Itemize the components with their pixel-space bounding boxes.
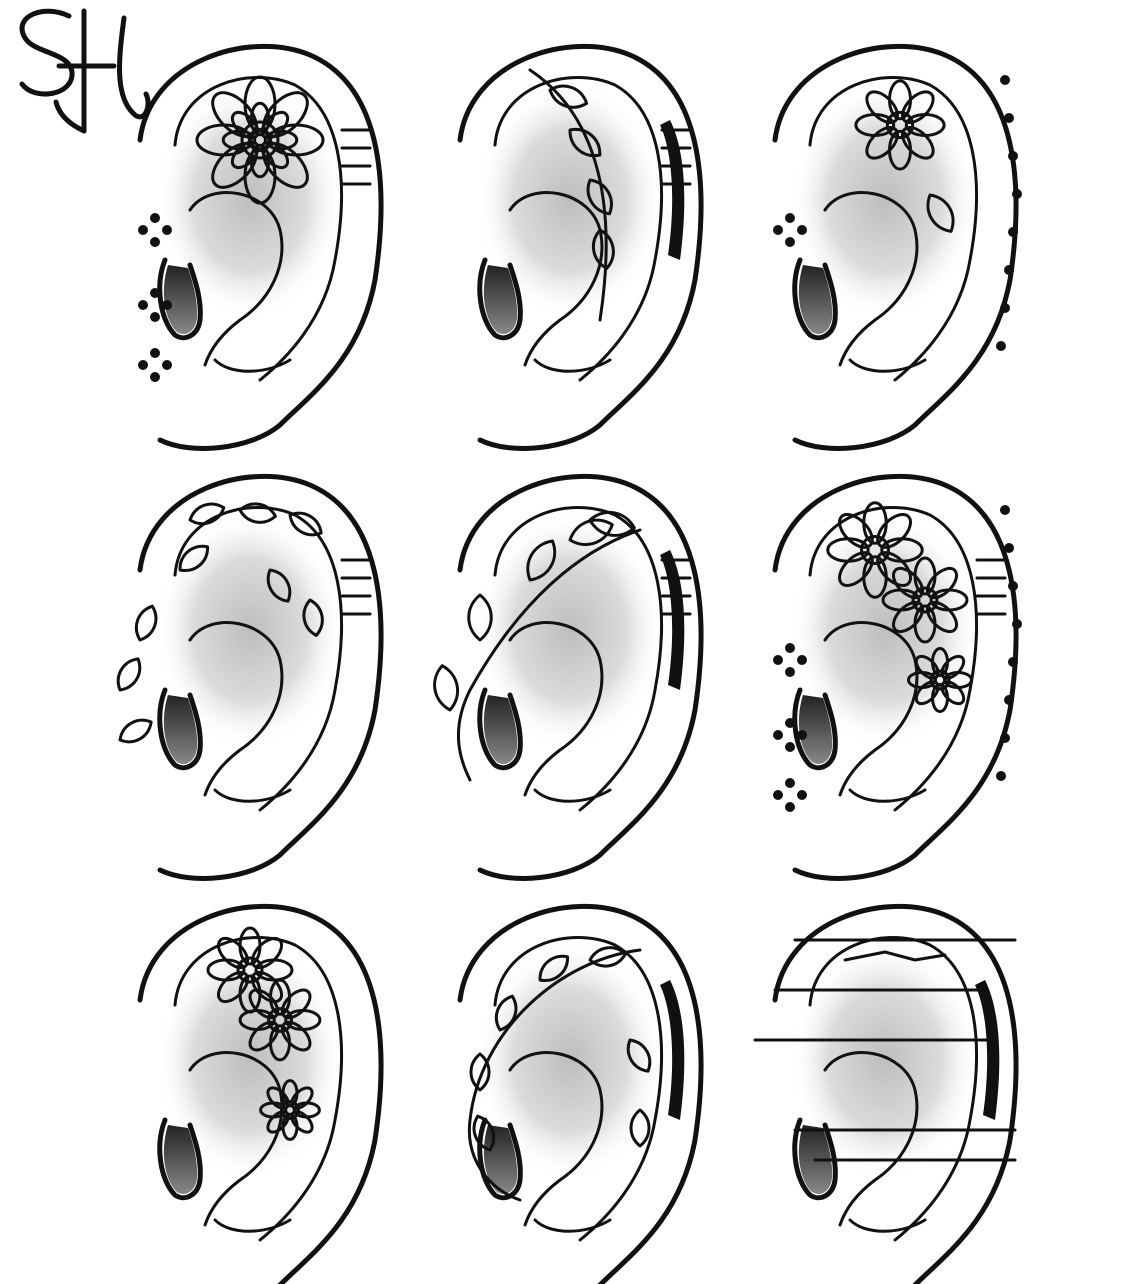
rim-band-stripes-squares bbox=[340, 128, 372, 186]
artist-signature-logo bbox=[19, 8, 151, 134]
ear-design-landscape-lines bbox=[753, 906, 1017, 1284]
rim-band-solid-black-squares bbox=[660, 120, 692, 260]
motif-leaf-wreath bbox=[467, 946, 652, 1202]
motif-peony bbox=[826, 501, 973, 713]
rim-band-solid-dots bbox=[975, 980, 1000, 1120]
rim-band-stripes-dotted-rim bbox=[975, 505, 1022, 781]
rim-band-solid-edge bbox=[660, 980, 685, 1120]
ear-design-leafy-branch bbox=[460, 46, 701, 448]
motif-landscape-lines bbox=[753, 938, 1017, 1162]
motif-vine-leaves bbox=[433, 510, 642, 782]
motif-scattered-leaves bbox=[116, 502, 324, 744]
ear-design-leaf-wreath bbox=[460, 906, 701, 1284]
motif-rose bbox=[854, 79, 955, 233]
rim-band-dotted-rim bbox=[996, 75, 1022, 351]
side-dots-diamond-cluster bbox=[773, 213, 807, 247]
side-dots-diamond-clusters bbox=[138, 213, 172, 382]
rim-band-many-stripes bbox=[340, 558, 372, 616]
ear-design-scattered-leaves bbox=[116, 476, 381, 878]
ear-design-mandala bbox=[138, 46, 381, 448]
ear-design-peony bbox=[773, 476, 1022, 878]
motif-leafy-branch bbox=[528, 68, 615, 322]
motif-mandala bbox=[195, 75, 325, 205]
ear-design-rose bbox=[773, 46, 1022, 448]
rim-band-solid-and-stripes bbox=[660, 550, 692, 690]
side-dots-diamond-clusters bbox=[773, 643, 807, 812]
ear-design-chrysanthemum bbox=[140, 906, 381, 1284]
ear-designs-grid bbox=[116, 46, 1022, 1284]
ear-design-vine-leaves bbox=[433, 476, 701, 878]
motif-chrysanthemum bbox=[206, 926, 322, 1141]
